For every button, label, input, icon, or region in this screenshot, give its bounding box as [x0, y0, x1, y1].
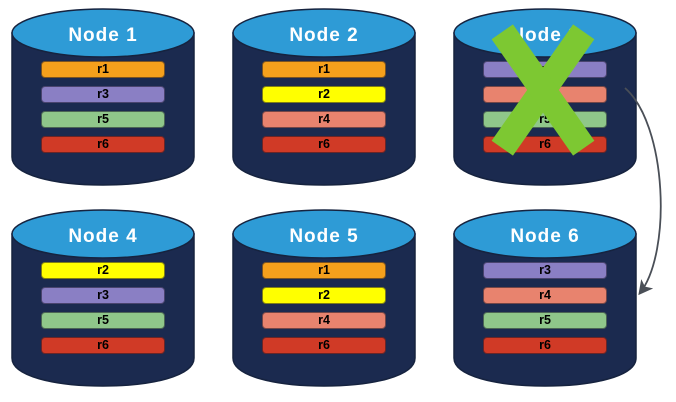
replica-bar[interactable]: r5	[483, 312, 607, 329]
replica-bar[interactable]: r4	[483, 86, 607, 103]
cylinder-top-ellipse	[453, 209, 637, 259]
replica-bar[interactable]: r4	[262, 312, 386, 329]
replica-bar[interactable]: r3	[41, 86, 165, 103]
cylinder-top-ellipse	[232, 8, 416, 58]
replica-bar[interactable]: r3	[483, 262, 607, 279]
replica-bar[interactable]: r6	[41, 136, 165, 153]
replica-list: r3 r4 r5 r6	[483, 61, 607, 161]
cylinder-top-ellipse	[232, 209, 416, 259]
replica-bar[interactable]: r1	[262, 262, 386, 279]
replica-bar[interactable]: r6	[483, 337, 607, 354]
replica-bar[interactable]: r6	[483, 136, 607, 153]
cylinder-top-ellipse	[11, 209, 195, 259]
replica-list: r1 r3 r5 r6	[41, 61, 165, 161]
replica-bar[interactable]: r2	[41, 262, 165, 279]
replica-bar[interactable]: r2	[262, 86, 386, 103]
replica-bar[interactable]: r3	[483, 61, 607, 78]
cylinder-top-ellipse	[11, 8, 195, 58]
replica-bar[interactable]: r5	[41, 111, 165, 128]
replica-bar[interactable]: r6	[41, 337, 165, 354]
replica-list: r3 r4 r5 r6	[483, 262, 607, 362]
replica-bar[interactable]: r1	[41, 61, 165, 78]
replica-bar[interactable]: r6	[262, 136, 386, 153]
replica-bar[interactable]: r4	[262, 111, 386, 128]
replica-bar[interactable]: r5	[41, 312, 165, 329]
replica-bar[interactable]: r6	[262, 337, 386, 354]
replica-bar[interactable]: r3	[41, 287, 165, 304]
replica-list: r1 r2 r4 r6	[262, 262, 386, 362]
cylinder-top-ellipse	[453, 8, 637, 58]
replica-list: r2 r3 r5 r6	[41, 262, 165, 362]
replica-list: r1 r2 r4 r6	[262, 61, 386, 161]
replica-bar[interactable]: r2	[262, 287, 386, 304]
replica-bar[interactable]: r5	[483, 111, 607, 128]
replica-bar[interactable]: r1	[262, 61, 386, 78]
replica-bar[interactable]: r4	[483, 287, 607, 304]
